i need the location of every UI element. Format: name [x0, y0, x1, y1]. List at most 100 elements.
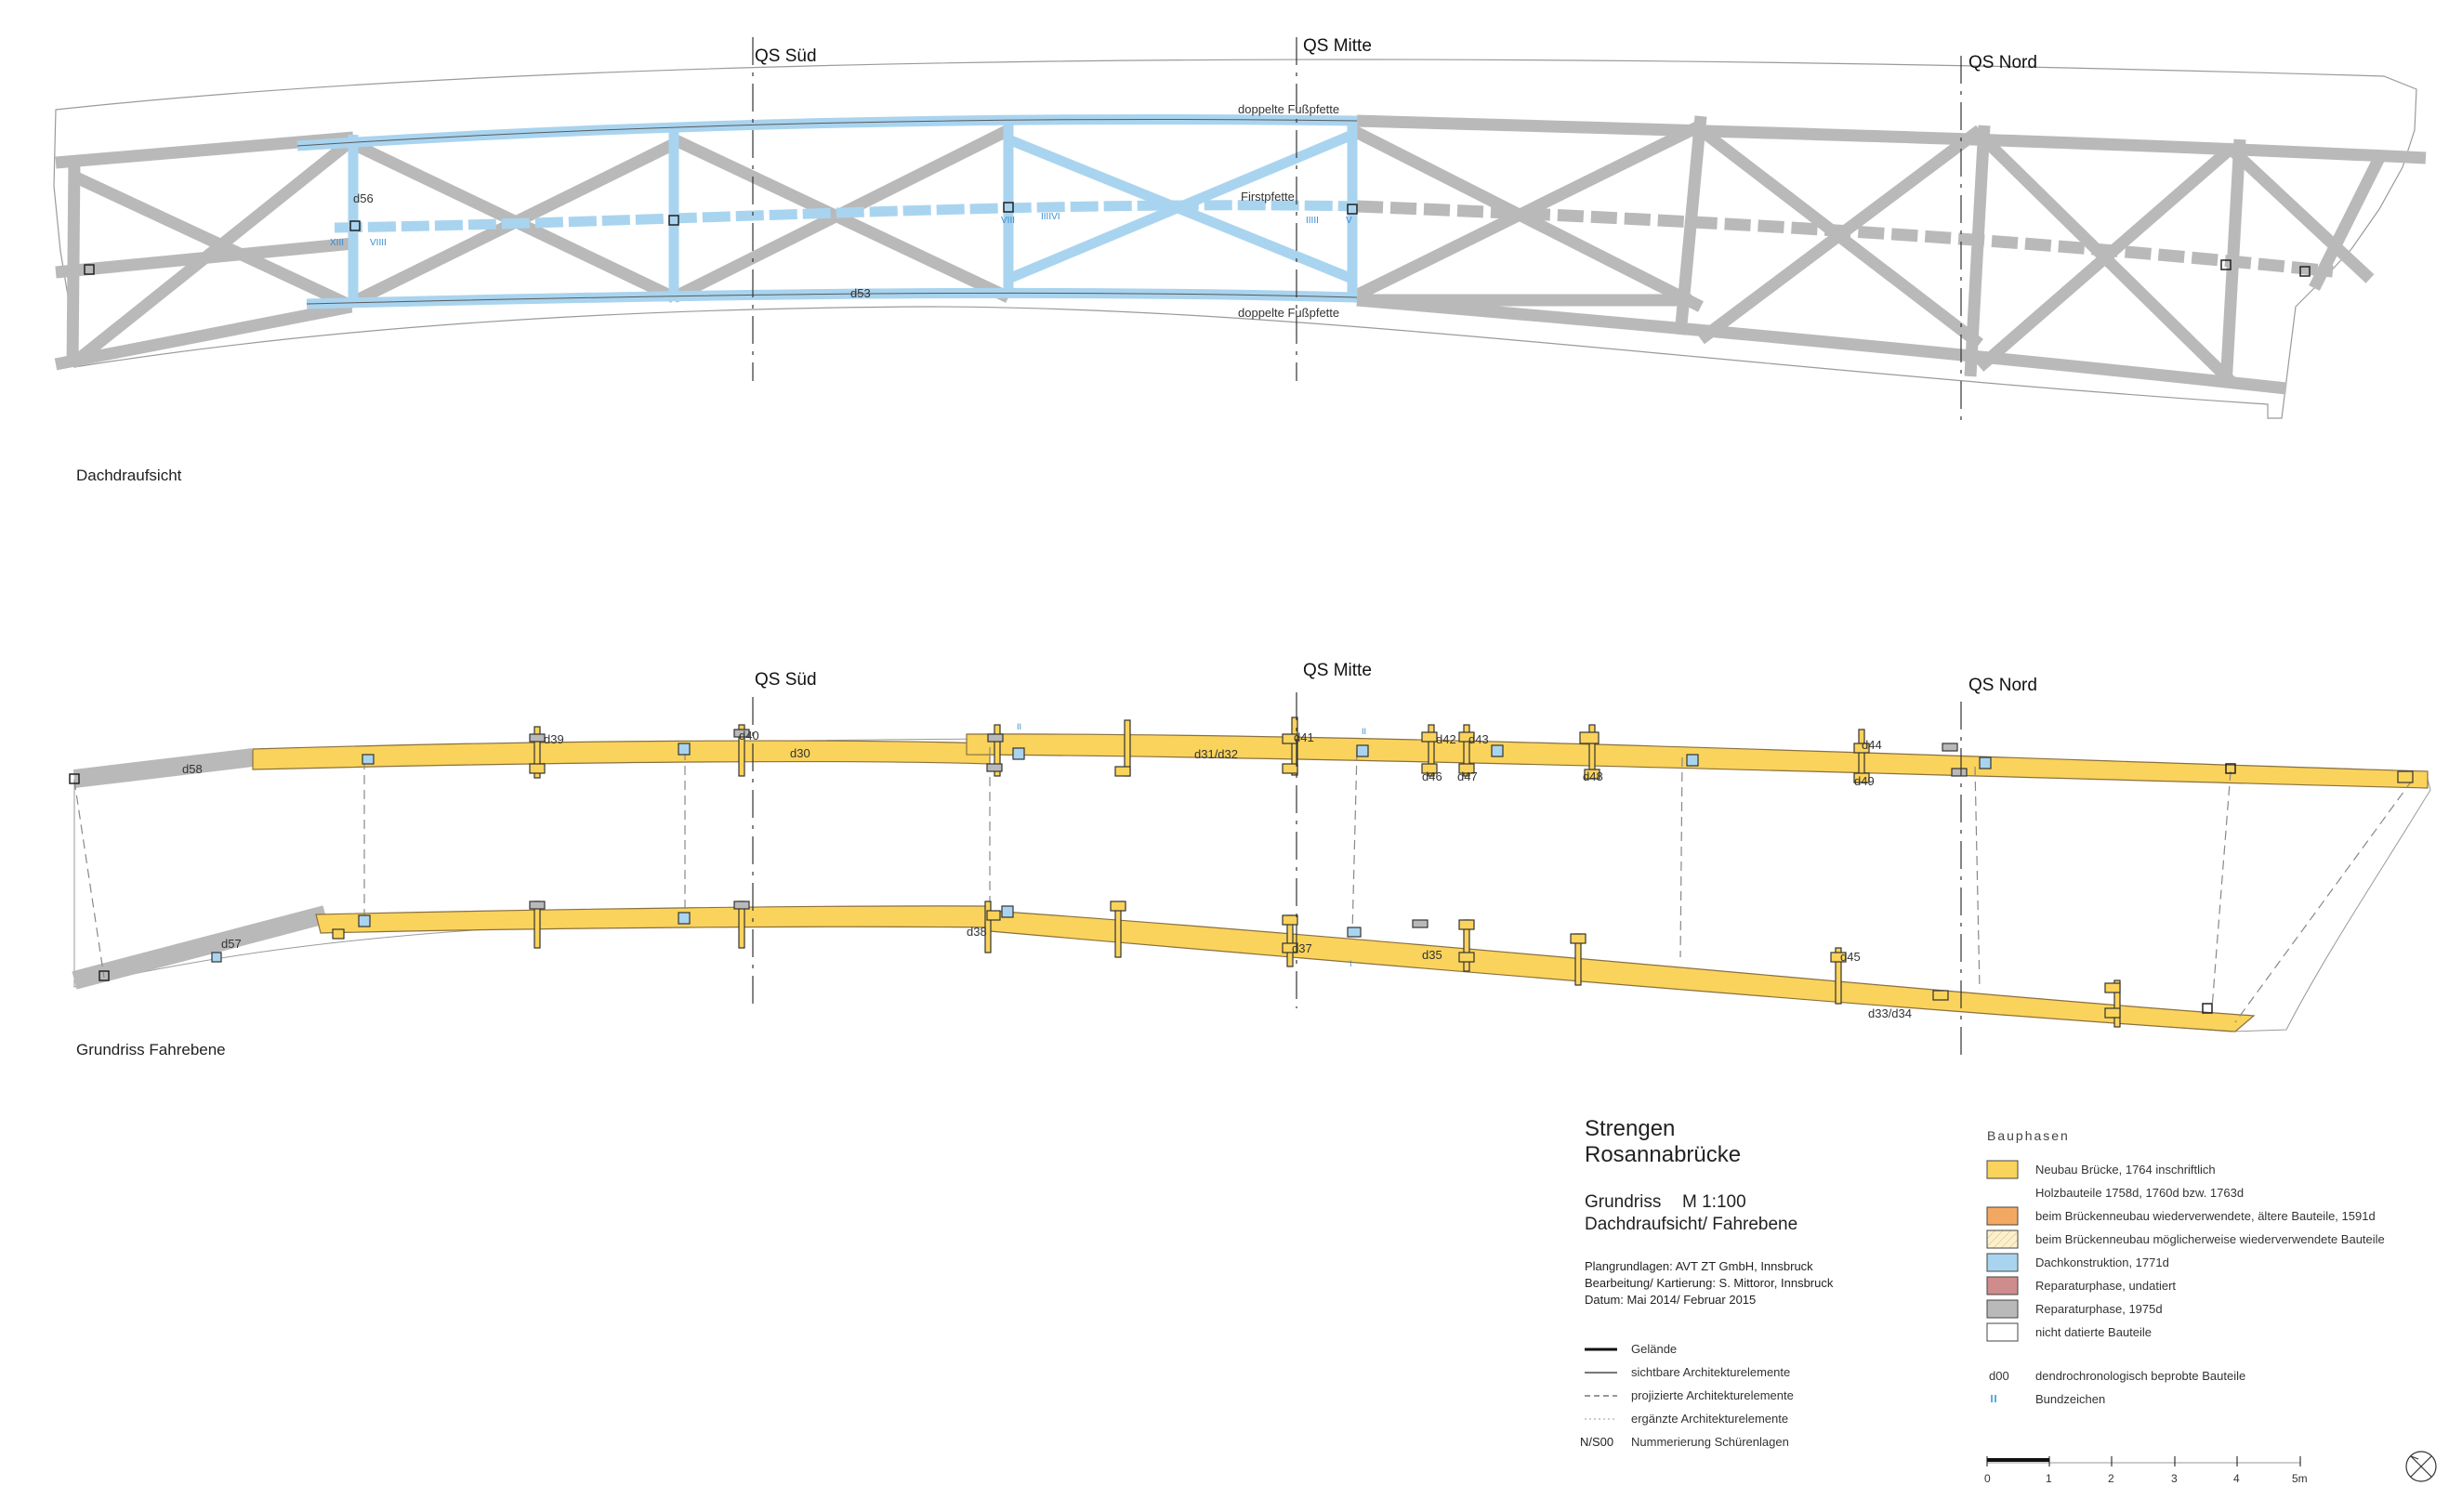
bund-mark-iiiivi: IIIIVI [1041, 212, 1060, 222]
scale-tick-0: 0 [1984, 1472, 1991, 1485]
legend-label-projiziert: projizierte Architekturelemente [1631, 1388, 1794, 1402]
deck-id-d42: d42 [1436, 732, 1456, 746]
d00-symbol: d00 [1989, 1369, 2009, 1383]
deck-clamps [529, 729, 1968, 928]
title-basis: Plangrundlagen: AVT ZT GmbH, Innsbruck [1585, 1259, 1813, 1273]
roof-qs-sued-label: QS Süd [755, 46, 817, 66]
north-arrow-icon [2405, 1451, 2437, 1482]
title-scale: M 1:100 [1682, 1192, 1746, 1212]
scale-bar: 0 1 2 3 4 5m [1984, 1456, 2308, 1485]
swatch-moeglicherweise [1986, 1229, 2019, 1249]
legend-label-gelaende: Gelände [1631, 1342, 1677, 1356]
scale-tick-3: 3 [2171, 1472, 2178, 1485]
deck-bund-mark-a: II [1017, 722, 1021, 731]
roof-id-d56: d56 [353, 191, 374, 205]
deck-id-d47: d47 [1457, 769, 1478, 783]
deck-id-d35: d35 [1422, 948, 1442, 962]
deck-plan-label: Grundriss Fahrebene [76, 1041, 226, 1058]
fusspfette-bottom-label: doppelte Fußpfette [1238, 306, 1339, 320]
swatch-nicht-datiert [1986, 1322, 2019, 1342]
fusspfette-top-label: doppelte Fußpfette [1238, 102, 1339, 116]
deck-id-d30: d30 [790, 746, 810, 760]
deck-grey-beams [72, 748, 328, 990]
deck-id-d33d34: d33/d34 [1868, 1006, 1912, 1020]
d00-label: dendrochronologisch beprobte Bauteile [2035, 1369, 2245, 1383]
bund-mark-viiii: VIIII [370, 238, 387, 248]
deck-id-d43: d43 [1468, 732, 1489, 746]
scale-tick-2: 2 [2108, 1472, 2114, 1485]
legend-label-sichtbar: sichtbare Architekturelemente [1631, 1365, 1790, 1379]
title-place: Strengen [1585, 1116, 1675, 1141]
title-views: Dachdraufsicht/ Fahrebene [1585, 1215, 1797, 1234]
roof-post-boxes [84, 202, 2311, 277]
deck-yellow-blocks [332, 731, 2414, 1019]
swatch-dachkonstruktion [1986, 1253, 2019, 1272]
scale-tick-1: 1 [2046, 1472, 2052, 1485]
deck-id-d40: d40 [739, 729, 759, 743]
swatch-reparatur-1975 [1986, 1299, 2019, 1319]
bauphase-label-moeglicherweise: beim Brückenneubau möglicherweise wieder… [2035, 1232, 2385, 1246]
title-mapping: Bearbeitung/ Kartierung: S. Mittoror, In… [1585, 1276, 1834, 1290]
scale-tick-5: 5m [2292, 1472, 2308, 1485]
legend-label-ergaenzt: ergänzte Architekturelemente [1631, 1412, 1788, 1426]
bund-mark-v: V [1346, 216, 1352, 226]
bundzeichen-icon [1991, 1395, 1996, 1402]
deck-bund-mark-b: II [1362, 727, 1366, 736]
deck-cross-posts [533, 717, 2121, 1028]
firstpfette-label: Firstpfette [1241, 190, 1295, 204]
title-plan-type: Grundriss [1585, 1192, 1661, 1212]
title-date: Datum: Mai 2014/ Februar 2015 [1585, 1293, 1756, 1307]
swatch-wiederverwendet [1986, 1206, 2019, 1226]
deck-id-d48: d48 [1583, 769, 1603, 783]
roof-view-label: Dachdraufsicht [76, 467, 182, 484]
roof-blue-members [296, 113, 1358, 309]
bauphase-label-wiederverwendet: beim Brückenneubau wiederverwendete, ält… [2035, 1209, 2376, 1223]
deck-view: QS Süd QS Mitte QS Nord d58 d57 d39 d40 … [69, 661, 2431, 1059]
bauphasen-legend: Bauphasen Neubau Brücke, 1764 inschriftl… [1986, 1128, 2385, 1406]
swatch-reparatur-undatiert [1986, 1276, 2019, 1295]
deck-qs-nord-label: QS Nord [1968, 676, 2037, 695]
line-legend: N/S00 Gelände sichtbare Architektureleme… [1580, 1342, 1794, 1449]
title-block: Strengen Rosannabrücke Grundriss M 1:100… [1585, 1116, 1834, 1307]
deck-outline [73, 738, 2431, 1032]
deck-qs-sued-label: QS Süd [755, 670, 817, 690]
title-object: Rosannabrücke [1585, 1142, 1741, 1167]
deck-id-d37: d37 [1292, 941, 1312, 955]
swatch-neubau [1986, 1160, 2019, 1179]
bund-mark-iiiii: IIIII [1306, 216, 1319, 226]
bauphase-label-reparatur-1975: Reparaturphase, 1975d [2035, 1302, 2163, 1316]
deck-id-d58: d58 [182, 762, 203, 776]
bauphase-label-neubau: Neubau Brücke, 1764 inschriftlich [2035, 1163, 2216, 1177]
legend-label-nummerierung: Nummerierung Schürenlagen [1631, 1435, 1789, 1449]
roof-id-d53: d53 [850, 286, 871, 300]
deck-id-d39: d39 [544, 732, 564, 746]
deck-id-d31d32: d31/d32 [1194, 747, 1238, 761]
roof-terrain-outline [53, 59, 2417, 419]
bauphase-label-nicht-datiert: nicht datierte Bauteile [2035, 1325, 2152, 1339]
roof-qs-nord-label: QS Nord [1968, 53, 2037, 72]
deck-yellow-beams [252, 733, 2429, 1032]
roof-grey-members [54, 114, 2427, 395]
deck-id-d46: d46 [1422, 769, 1442, 783]
bauphase-sub-neubau: Holzbauteile 1758d, 1760d bzw. 1763d [2035, 1186, 2244, 1200]
bund-mark-xiii: XIII [330, 238, 344, 248]
legend-symbol-nummerierung: N/S00 [1580, 1435, 1613, 1449]
scale-tick-4: 4 [2233, 1472, 2240, 1485]
deck-id-d45: d45 [1840, 950, 1861, 964]
deck-id-d57: d57 [221, 937, 242, 951]
deck-id-d41: d41 [1294, 730, 1314, 744]
deck-bund-mark-c: I [1349, 959, 1352, 968]
bundzeichen-label: Bundzeichen [2035, 1392, 2105, 1406]
bauphase-label-reparatur-undatiert: Reparaturphase, undatiert [2035, 1279, 2176, 1293]
deck-id-d44: d44 [1862, 738, 1882, 752]
bauphasen-title: Bauphasen [1987, 1128, 2070, 1143]
deck-blue-dowels [211, 743, 1992, 963]
roof-section-lines [752, 37, 1962, 427]
deck-id-d49: d49 [1854, 774, 1875, 788]
roof-qs-mitte-label: QS Mitte [1303, 36, 1372, 56]
roof-view: QS Süd QS Mitte QS Nord doppelte Fußpfet… [53, 36, 2427, 484]
deck-cross-members [73, 747, 2413, 1023]
bauphase-label-dachkonstruktion: Dachkonstruktion, 1771d [2035, 1256, 2169, 1269]
deck-id-d38: d38 [967, 925, 987, 939]
